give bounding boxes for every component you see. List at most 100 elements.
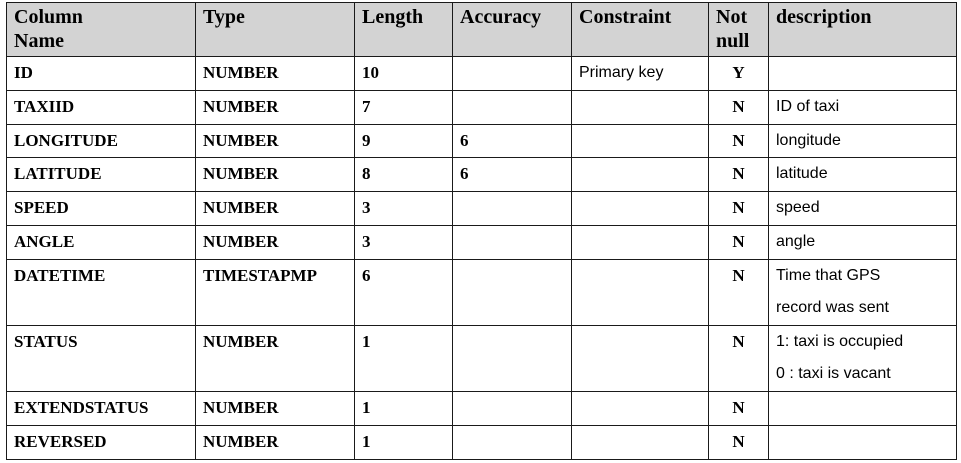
cell-accuracy bbox=[452, 224, 572, 260]
cell-type: NUMBER bbox=[195, 89, 355, 125]
cell-constraint bbox=[571, 89, 709, 125]
cell-constraint: Primary key bbox=[571, 56, 709, 91]
cell-length: 10 bbox=[354, 56, 453, 91]
cell-column-name: LATITUDE bbox=[6, 157, 196, 192]
cell-accuracy bbox=[452, 324, 572, 393]
cell-length: 3 bbox=[354, 191, 453, 226]
header-type: Type bbox=[195, 2, 355, 57]
cell-accuracy bbox=[452, 191, 572, 226]
cell-description: angle bbox=[768, 224, 957, 260]
cell-column-name: ID bbox=[6, 56, 196, 91]
cell-type: NUMBER bbox=[195, 324, 355, 393]
cell-column-name: DATETIME bbox=[6, 258, 196, 326]
cell-accuracy bbox=[452, 258, 572, 326]
header-length: Length bbox=[354, 2, 453, 57]
cell-not-null: N bbox=[708, 89, 769, 125]
cell-description: 1: taxi is occupied 0 : taxi is vacant bbox=[768, 324, 957, 393]
cell-length: 1 bbox=[354, 391, 453, 427]
description-line: speed bbox=[776, 199, 820, 216]
cell-length: 7 bbox=[354, 89, 453, 125]
cell-column-name: SPEED bbox=[6, 191, 196, 226]
cell-not-null: N bbox=[708, 425, 769, 460]
cell-accuracy bbox=[452, 391, 572, 427]
header-label: Column bbox=[14, 6, 83, 28]
cell-type: NUMBER bbox=[195, 391, 355, 427]
cell-length: 9 bbox=[354, 123, 453, 159]
description-line: ID of taxi bbox=[776, 97, 840, 115]
cell-not-null: N bbox=[708, 224, 769, 260]
cell-not-null: N bbox=[708, 191, 769, 226]
description-line: angle bbox=[776, 232, 816, 250]
header-label: Name bbox=[14, 30, 64, 52]
header-label: Length bbox=[362, 6, 424, 28]
header-label: description bbox=[776, 6, 872, 28]
cell-constraint bbox=[571, 191, 709, 226]
description-line: latitude bbox=[776, 165, 828, 183]
cell-description: ID of taxi bbox=[768, 89, 957, 125]
cell-constraint bbox=[571, 224, 709, 260]
cell-not-null: N bbox=[708, 258, 769, 326]
description-line: 0 : taxi is vacant bbox=[776, 364, 891, 382]
cell-description bbox=[768, 391, 957, 427]
cell-column-name: TAXIID bbox=[6, 89, 196, 125]
header-label: Accuracy bbox=[460, 6, 542, 28]
description-line: longitude bbox=[776, 131, 841, 149]
cell-not-null: Y bbox=[708, 56, 769, 91]
header-label: Type bbox=[203, 6, 245, 28]
cell-constraint bbox=[571, 324, 709, 393]
cell-constraint bbox=[571, 258, 709, 326]
header-description: description bbox=[768, 2, 957, 57]
cell-description: longitude bbox=[768, 123, 957, 159]
cell-description: Time that GPS record was sent bbox=[768, 258, 957, 326]
cell-length: 6 bbox=[354, 258, 453, 326]
cell-accuracy: 6 bbox=[452, 123, 572, 159]
cell-not-null: N bbox=[708, 157, 769, 192]
description-line: record was sent bbox=[776, 298, 889, 316]
cell-not-null: N bbox=[708, 391, 769, 427]
cell-length: 1 bbox=[354, 425, 453, 460]
cell-description: speed bbox=[768, 191, 957, 226]
cell-length: 1 bbox=[354, 324, 453, 393]
cell-accuracy bbox=[452, 56, 572, 91]
cell-type: NUMBER bbox=[195, 157, 355, 192]
header-constraint: Constraint bbox=[571, 2, 709, 57]
cell-column-name: ANGLE bbox=[6, 224, 196, 260]
header-label: Not bbox=[716, 6, 748, 28]
cell-type: NUMBER bbox=[195, 224, 355, 260]
cell-type: NUMBER bbox=[195, 425, 355, 460]
cell-type: NUMBER bbox=[195, 123, 355, 159]
cell-accuracy: 6 bbox=[452, 157, 572, 192]
cell-not-null: N bbox=[708, 123, 769, 159]
cell-constraint bbox=[571, 123, 709, 159]
header-label: Constraint bbox=[579, 6, 672, 28]
description-line: 1: taxi is occupied bbox=[776, 332, 904, 350]
cell-not-null: N bbox=[708, 324, 769, 393]
cell-constraint bbox=[571, 425, 709, 460]
cell-column-name: STATUS bbox=[6, 324, 196, 393]
cell-description bbox=[768, 56, 957, 91]
cell-length: 8 bbox=[354, 157, 453, 192]
cell-constraint bbox=[571, 391, 709, 427]
cell-constraint bbox=[571, 157, 709, 192]
description-line: Time that GPS bbox=[776, 266, 881, 284]
cell-description bbox=[768, 425, 957, 460]
cell-accuracy bbox=[452, 89, 572, 125]
cell-column-name: LONGITUDE bbox=[6, 123, 196, 159]
cell-column-name: EXTENDSTATUS bbox=[6, 391, 196, 427]
cell-type: NUMBER bbox=[195, 191, 355, 226]
